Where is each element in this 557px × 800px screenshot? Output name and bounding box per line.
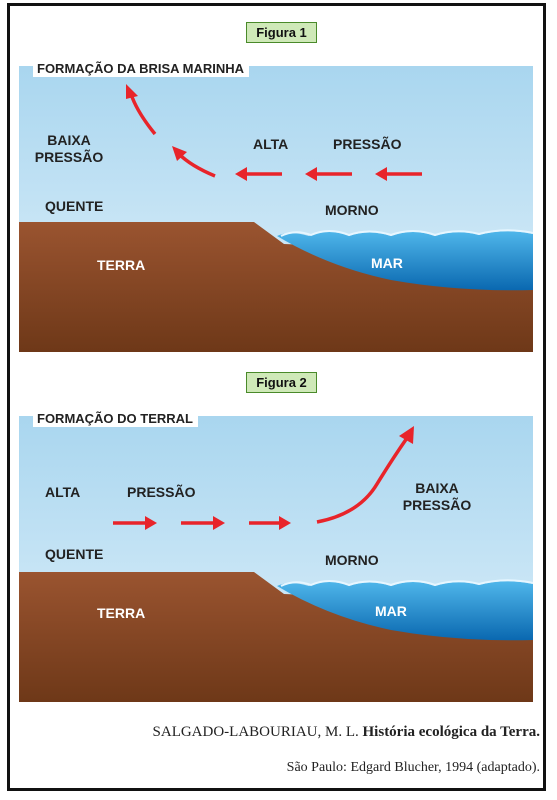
citation-reference: SALGADO-LABOURIAU, M. L. História ecológ…	[0, 724, 540, 741]
sea	[277, 581, 533, 641]
figure-2-label: Figura 2	[246, 372, 317, 393]
wind-arrow-curve	[316, 436, 409, 524]
figure-2-heading: FORMAÇÃO DO TERRAL	[33, 410, 198, 427]
low-pressure-label: BAIXA PRESSÃO	[33, 132, 105, 166]
wave-crest	[280, 229, 533, 237]
mild-label: MORNO	[325, 552, 379, 568]
citation-publisher: São Paulo: Edgard Blucher, 1994 (adaptad…	[286, 760, 540, 775]
citation-author: SALGADO-LABOURIAU, M. L.	[152, 724, 359, 740]
low-pressure-line-2: PRESSÃO	[34, 149, 104, 165]
warm-label: QUENTE	[45, 546, 104, 562]
figure-1-panel: Figura 1 FORMAÇÃO DA BRISA MARINHA BAIXA…	[19, 22, 533, 352]
sea-label: MAR	[371, 255, 403, 271]
low-pressure-line-1: BAIXA	[415, 480, 459, 496]
arrow-head-icon	[305, 167, 317, 181]
arrow-head-icon	[145, 516, 157, 530]
sea	[277, 231, 533, 291]
arrow-head-icon	[279, 516, 291, 530]
figure-1-label: Figura 1	[246, 22, 317, 43]
pressure-label: PRESSÃO	[333, 136, 402, 152]
low-pressure-line-1: BAIXA	[47, 132, 91, 148]
arrow-head-icon	[213, 516, 225, 530]
figure-2-illustration	[19, 416, 533, 702]
high-label: ALTA	[45, 484, 81, 500]
sea-label: MAR	[375, 603, 407, 619]
mild-label: MORNO	[325, 202, 379, 218]
arrow-head-icon	[172, 146, 187, 161]
land-label: TERRA	[97, 605, 146, 621]
low-pressure-line-2: PRESSÃO	[402, 497, 472, 513]
figure-1-heading: FORMAÇÃO DA BRISA MARINHA	[33, 60, 250, 77]
land-label: TERRA	[97, 257, 146, 273]
high-label: ALTA	[253, 136, 289, 152]
low-pressure-label: BAIXA PRESSÃO	[397, 480, 477, 514]
figure-1-illustration	[19, 66, 533, 352]
arrow-head-icon	[399, 426, 414, 444]
warm-label: QUENTE	[45, 198, 104, 214]
arrow-head-icon	[126, 84, 138, 99]
arrow-head-icon	[375, 167, 387, 181]
pressure-label: PRESSÃO	[127, 484, 196, 500]
arrow-head-icon	[235, 167, 247, 181]
figure-2-panel: Figura 2 FORMAÇÃO DO TERRAL ALTA PRESSÃO…	[19, 372, 533, 702]
wind-arrows-figure-1	[126, 84, 422, 181]
citation-title: História ecológica da Terra.	[362, 724, 540, 740]
wave-crest	[280, 579, 533, 587]
wind-arrows-figure-2	[113, 426, 414, 530]
